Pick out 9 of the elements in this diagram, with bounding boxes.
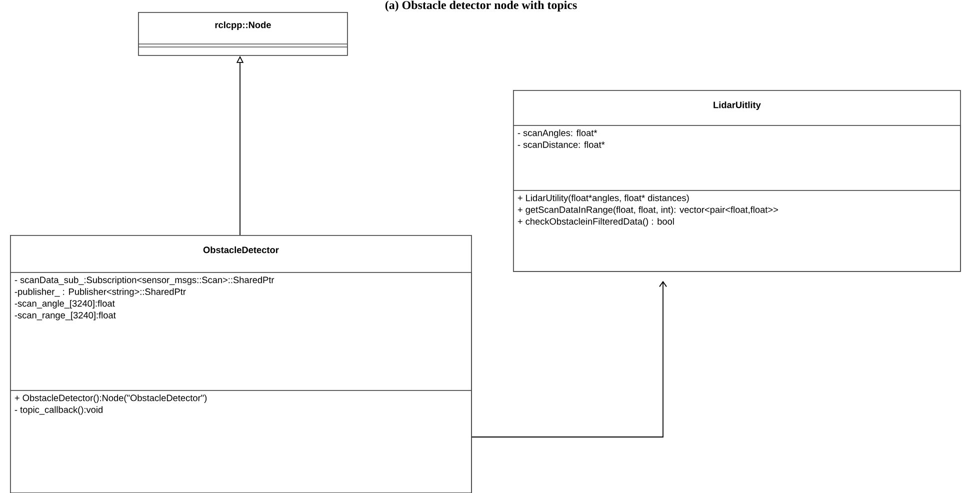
member-list: - scanData_sub_:Subscription<sensor_msgs::Scan>::SharedPtr -publisher_ : Publisher<string>::SharedPtr -scan_angle_[3240]:float -scan_range_[3240]:float [10,272,472,391]
class-box: rclcpp::Node [138,12,348,56]
member-list: + LidarUtility(float*angles, float* distances) + getScanDataInRange(float, float, int): vector<pair<float,float>> + checkObstacleinFilteredData() : bool [513,190,961,272]
title: (a) Obstacle detector node with topics [385,0,577,12]
member-list: + ObstacleDetector():Node("ObstacleDetector") - topic_callback():void [10,390,472,493]
node-label: + ObstacleDetector():Node("ObstacleDetector") [14,394,207,403]
arrow [471,280,667,438]
member-list: - scanAngles: float* - scanDistance: float* [513,125,961,191]
node-label: - topic_callback():void [14,406,102,415]
